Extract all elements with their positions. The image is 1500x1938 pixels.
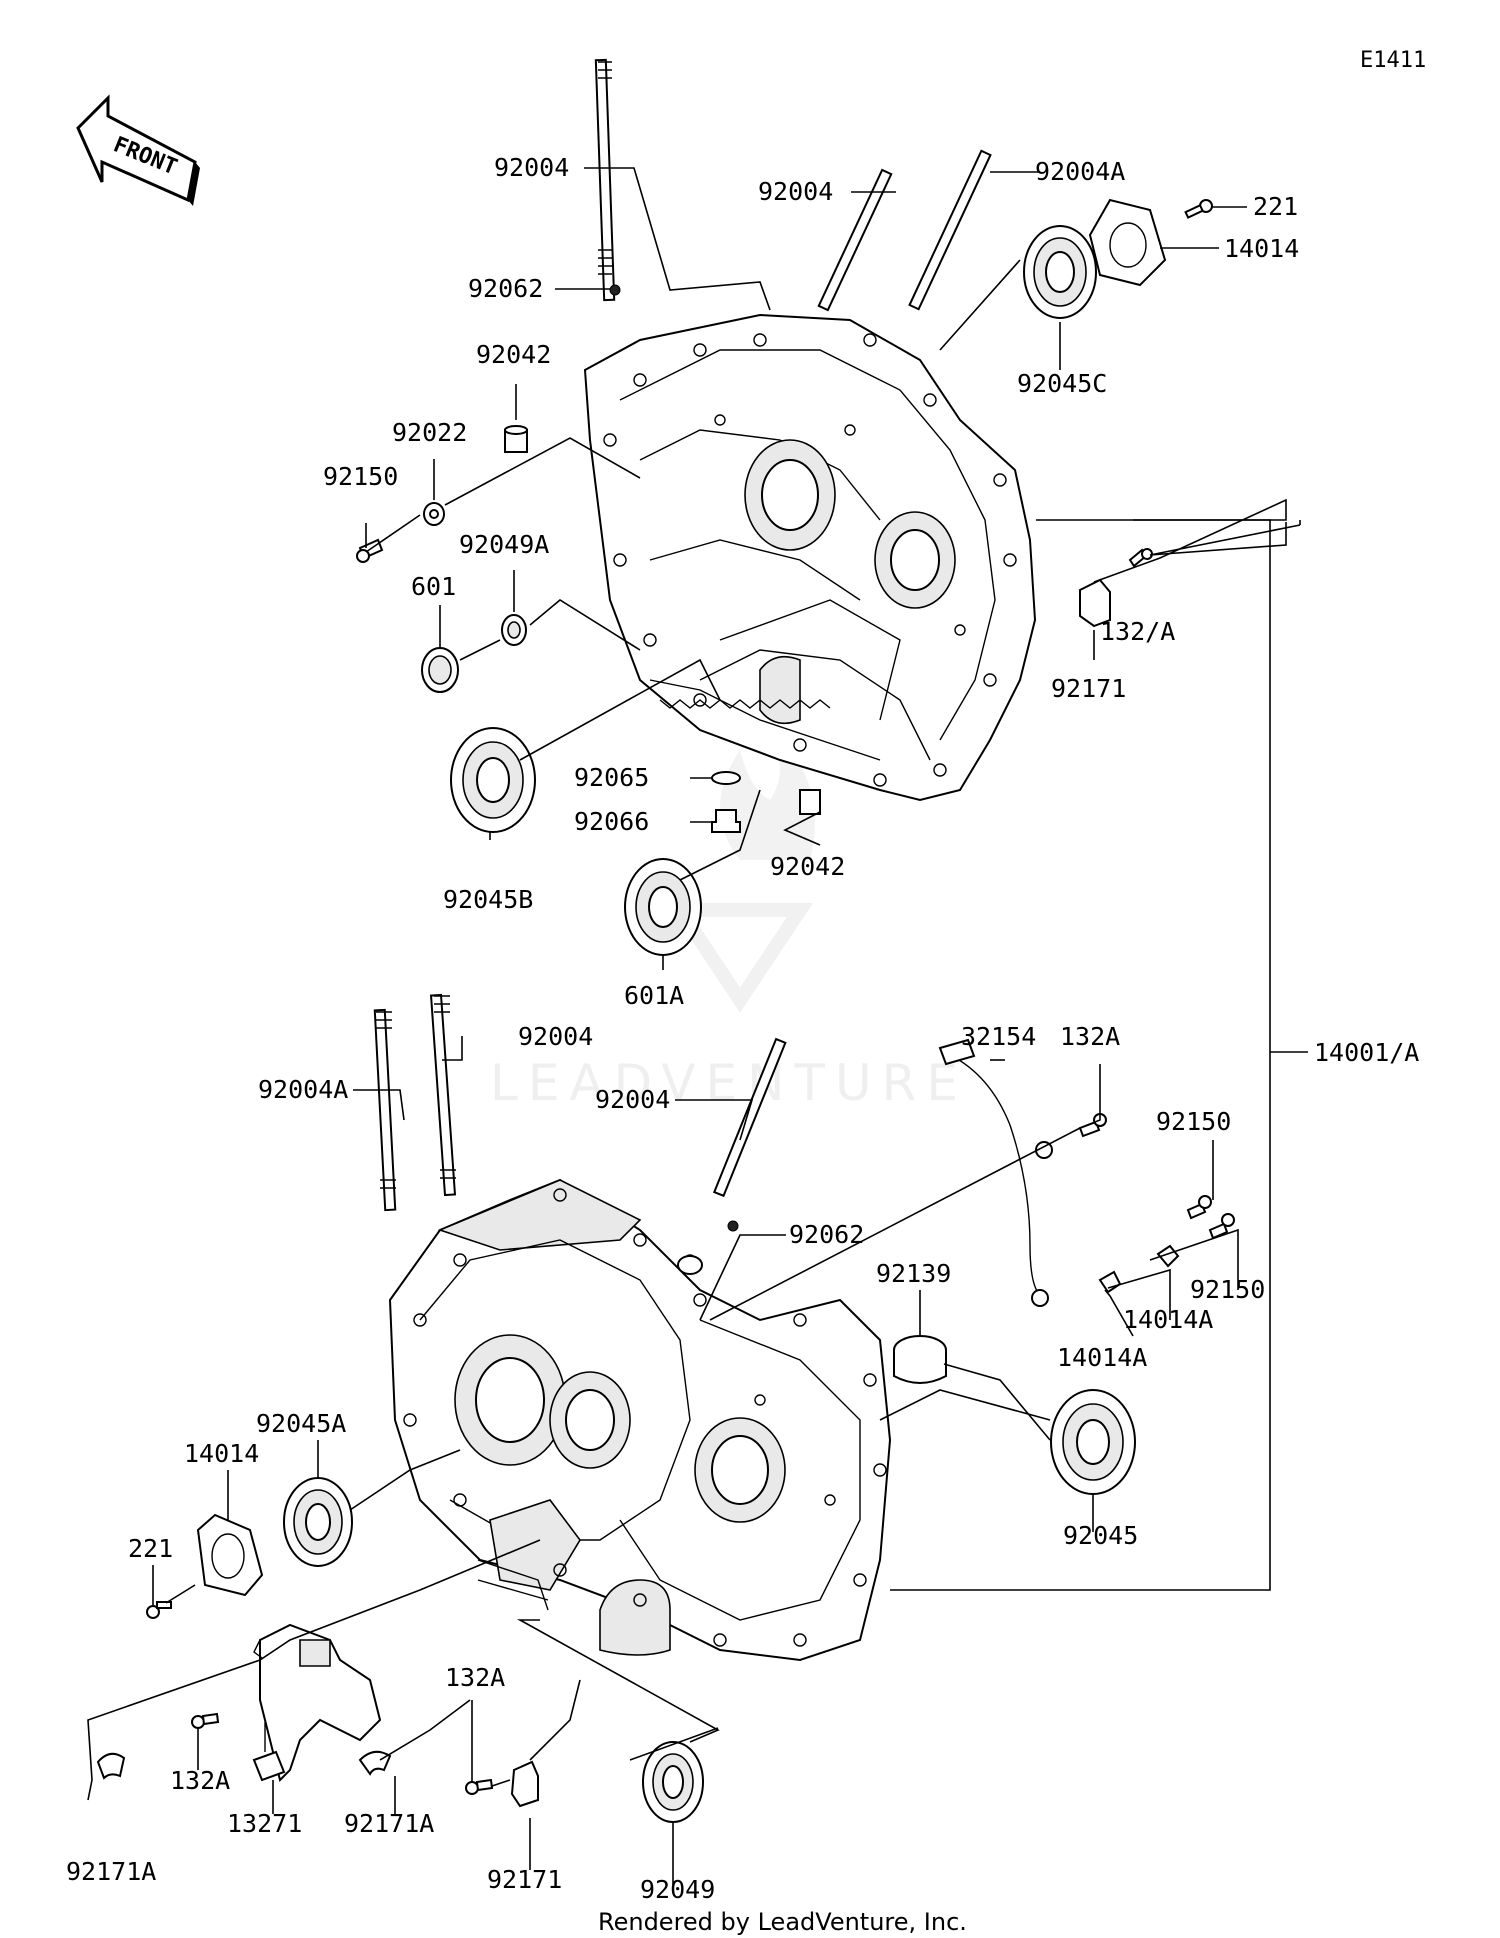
part-label: 92062 [789, 1220, 864, 1249]
part-label: 132/A [1100, 617, 1175, 646]
leader-lines [87, 167, 1308, 1886]
screw-icon [1184, 199, 1213, 219]
part-label: 92004 [595, 1085, 670, 1114]
part-label: 92150 [323, 462, 398, 491]
stud-bolt-icon [594, 58, 616, 302]
part-label: 32154 [961, 1022, 1036, 1051]
part-label: 92049A [459, 530, 549, 559]
bearing-icon [283, 1477, 353, 1567]
cover-plate-icon [1088, 198, 1167, 287]
part-label: 14014 [1224, 234, 1299, 263]
dowel-pin-icon [609, 284, 621, 296]
part-label: 132A [170, 1766, 230, 1795]
part-label: 92042 [770, 852, 845, 881]
bracket-icon [253, 1623, 382, 1782]
lower-crankcase-half [388, 1178, 892, 1662]
part-label: 132A [445, 1663, 505, 1692]
part-label: 92150 [1156, 1107, 1231, 1136]
part-label: 601A [624, 981, 684, 1010]
part-label: 13271 [227, 1809, 302, 1838]
part-label: 92171A [344, 1809, 434, 1838]
part-label: 92004A [1035, 157, 1125, 186]
watermark-text: LEADVENTURE [490, 1054, 968, 1112]
part-label: 92150 [1190, 1275, 1265, 1304]
part-label: 221 [1253, 192, 1298, 221]
stud-bolt-icon [817, 149, 992, 312]
part-label: 92065 [574, 763, 649, 792]
small-parts-upper-left [356, 284, 821, 956]
part-label: 92042 [476, 340, 551, 369]
part-label: 92062 [468, 274, 543, 303]
bearing-icon [1050, 1389, 1136, 1495]
part-label: 14014A [1057, 1343, 1147, 1372]
part-label: 14001/A [1314, 1038, 1419, 1067]
part-label: 92045A [256, 1409, 346, 1438]
part-label: 92022 [392, 418, 467, 447]
part-label: 92049 [640, 1875, 715, 1904]
part-label: 14014A [1123, 1305, 1213, 1334]
clamp-icon [1098, 1244, 1180, 1294]
front-arrow-icon: FRONT [76, 94, 200, 206]
stud-bolt-icon [373, 993, 787, 1212]
drain-plug-icon [711, 809, 741, 833]
bracket-icon [1079, 548, 1153, 628]
part-label: 14014 [184, 1439, 259, 1468]
oil-pipe-icon [938, 1038, 1053, 1307]
part-label: 92171 [487, 1865, 562, 1894]
dowel-pin-icon [727, 1220, 739, 1232]
part-label: 92066 [574, 807, 649, 836]
footer-credit: Rendered by LeadVenture, Inc. [598, 1908, 967, 1936]
part-label: 92045 [1063, 1521, 1138, 1550]
upper-crankcase-half [583, 313, 1037, 802]
gasket-icon [711, 771, 741, 785]
part-label: 92045C [1017, 369, 1107, 398]
clamp-icon [96, 1750, 539, 1808]
sensor-icon [252, 1722, 286, 1782]
bolt-icon [191, 1712, 494, 1795]
part-label: 92004 [494, 153, 569, 182]
part-label: 92004 [758, 177, 833, 206]
collar-icon [799, 789, 821, 815]
part-label: 132A [1060, 1022, 1120, 1051]
bearing-icon [1023, 225, 1097, 319]
collar-icon [893, 1335, 947, 1384]
oil-seal-icon [642, 1741, 704, 1823]
part-label: 92171 [1051, 674, 1126, 703]
part-label: 92004A [258, 1075, 348, 1104]
part-label: 92045B [443, 885, 533, 914]
part-label: 92004 [518, 1022, 593, 1051]
part-label: 92139 [876, 1259, 951, 1288]
part-label: 92171A [66, 1857, 156, 1886]
part-label: 601 [411, 572, 456, 601]
screw-icon [146, 1601, 172, 1619]
cover-plate-icon [196, 1513, 264, 1597]
diagram-code: E1411 [1360, 48, 1426, 73]
part-labels: 92004 92004 92004A 221 14014 92062 92042… [66, 153, 1419, 1904]
part-label: 221 [128, 1534, 173, 1563]
